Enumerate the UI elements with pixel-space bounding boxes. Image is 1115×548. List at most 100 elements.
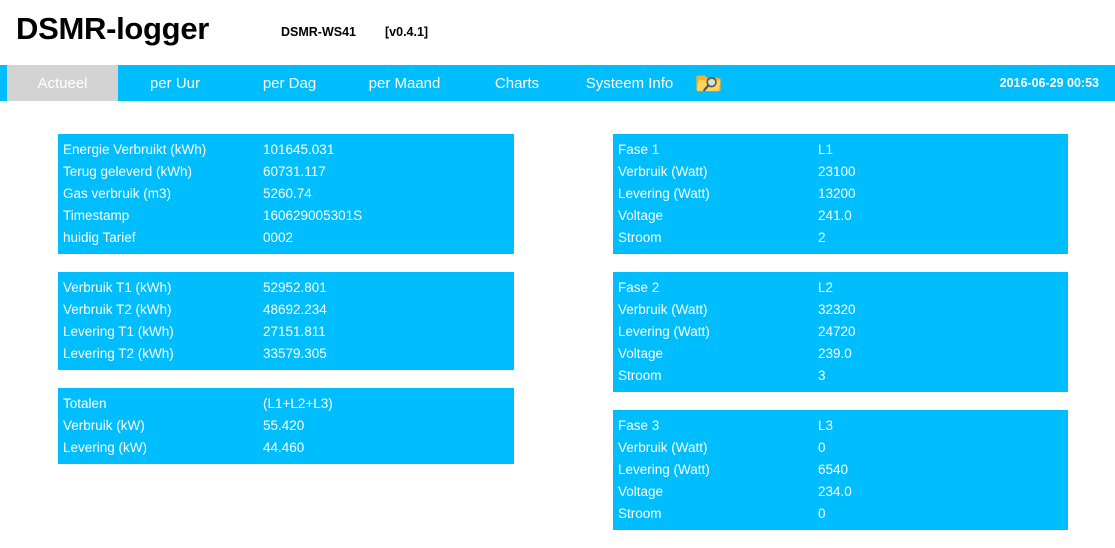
row-value: 101645.031 xyxy=(263,141,335,157)
row-value: 23100 xyxy=(818,163,856,179)
version-label: [v0.4.1] xyxy=(385,25,429,39)
data-row: Gas verbruik (m3) 5260.74 xyxy=(58,182,514,204)
data-row: Stroom 0 xyxy=(613,502,1068,524)
row-label: Totalen xyxy=(63,395,107,411)
data-row: Energie Verbruikt (kWh) 101645.031 xyxy=(58,138,514,160)
row-label: Levering T1 (kWh) xyxy=(63,323,174,339)
data-row: Timestamp 160629005301S xyxy=(58,204,514,226)
data-row: Levering (Watt) 13200 xyxy=(613,182,1068,204)
main-navigation-bar: Actueel per Uur per Dag per Maand Charts… xyxy=(0,65,1115,101)
tariff-breakdown-panel: Verbruik T1 (kWh) 52952.801 Verbruik T2 … xyxy=(58,272,514,370)
fase-3-panel: Fase 3 L3 Verbruik (Watt) 0 Levering (Wa… xyxy=(613,410,1068,530)
data-row: Verbruik (kW) 55.420 xyxy=(58,414,514,436)
data-row: Stroom 3 xyxy=(613,364,1068,386)
row-value: 60731.117 xyxy=(263,163,326,179)
dashboard-content: Energie Verbruikt (kWh) 101645.031 Terug… xyxy=(0,101,1115,530)
file-browser-button[interactable] xyxy=(687,65,731,101)
row-value: 0 xyxy=(818,439,826,455)
data-row: Fase 1 L1 xyxy=(613,138,1068,160)
row-label: Terug geleverd (kWh) xyxy=(63,163,193,179)
row-value: 5260.74 xyxy=(263,185,312,201)
data-row: Fase 2 L2 xyxy=(613,276,1068,298)
row-label: Fase 2 xyxy=(618,279,660,295)
data-row: Verbruik (Watt) 23100 xyxy=(613,160,1068,182)
data-row: Terug geleverd (kWh) 60731.117 xyxy=(58,160,514,182)
meter-totals-panel: Energie Verbruikt (kWh) 101645.031 Terug… xyxy=(58,134,514,254)
row-label: Fase 1 xyxy=(618,141,660,157)
nav-item-list: Actueel per Uur per Dag per Maand Charts… xyxy=(7,65,731,101)
tab-charts[interactable]: Charts xyxy=(462,65,572,101)
tab-per-uur[interactable]: per Uur xyxy=(118,65,232,101)
row-value: 3 xyxy=(818,367,826,383)
row-value: 234.0 xyxy=(818,483,852,499)
data-row: Fase 3 L3 xyxy=(613,414,1068,436)
row-label: Levering (Watt) xyxy=(618,461,710,477)
row-value: L1 xyxy=(818,141,834,157)
row-label: Voltage xyxy=(618,207,664,223)
row-label: Stroom xyxy=(618,229,662,245)
data-row: Verbruik T1 (kWh) 52952.801 xyxy=(58,276,514,298)
left-panel-column: Energie Verbruikt (kWh) 101645.031 Terug… xyxy=(58,134,514,482)
tab-per-dag[interactable]: per Dag xyxy=(232,65,347,101)
page-header: DSMR-logger DSMR-WS41 [v0.4.1] xyxy=(0,0,1115,65)
data-row: Levering (Watt) 24720 xyxy=(613,320,1068,342)
row-label: Verbruik (Watt) xyxy=(618,301,708,317)
fase-2-panel: Fase 2 L2 Verbruik (Watt) 32320 Levering… xyxy=(613,272,1068,392)
row-value: 13200 xyxy=(818,185,856,201)
row-value: 2 xyxy=(818,229,826,245)
row-label: Verbruik (Watt) xyxy=(618,163,708,179)
row-value: L3 xyxy=(818,417,834,433)
row-label: Verbruik T2 (kWh) xyxy=(63,301,172,317)
row-label: huidig Tarief xyxy=(63,229,136,245)
data-row: Voltage 239.0 xyxy=(613,342,1068,364)
tab-systeem-info-label: Systeem Info xyxy=(585,74,674,92)
tab-actueel-label: Actueel xyxy=(37,74,88,92)
row-label: Verbruik (kW) xyxy=(63,417,145,433)
data-row: Verbruik T2 (kWh) 48692.234 xyxy=(58,298,514,320)
folder-search-icon xyxy=(696,71,722,95)
data-row: Levering (kW) 44.460 xyxy=(58,436,514,458)
row-label: Energie Verbruikt (kWh) xyxy=(63,141,207,157)
tab-per-maand-label: per Maand xyxy=(368,74,441,92)
tab-per-uur-label: per Uur xyxy=(149,74,201,92)
row-value: 0002 xyxy=(263,229,294,245)
data-row: Verbruik (Watt) 0 xyxy=(613,436,1068,458)
row-label: Fase 3 xyxy=(618,417,660,433)
row-value: 55.420 xyxy=(263,417,305,433)
row-value: 52952.801 xyxy=(263,279,327,295)
row-value: 48692.234 xyxy=(263,301,327,317)
tab-charts-label: Charts xyxy=(494,74,540,92)
row-value: 33579.305 xyxy=(263,345,327,361)
data-row: Levering (Watt) 6540 xyxy=(613,458,1068,480)
row-value: 6540 xyxy=(818,461,849,477)
data-row: Verbruik (Watt) 32320 xyxy=(613,298,1068,320)
row-label: Levering T2 (kWh) xyxy=(63,345,174,361)
right-panel-column: Fase 1 L1 Verbruik (Watt) 23100 Levering… xyxy=(613,134,1068,548)
data-row: huidig Tarief 0002 xyxy=(58,226,514,248)
data-row: Totalen (L1+L2+L3) xyxy=(58,392,514,414)
row-label: Levering (kW) xyxy=(63,439,148,455)
row-label: Verbruik (Watt) xyxy=(618,439,708,455)
tab-per-maand[interactable]: per Maand xyxy=(347,65,462,101)
tab-systeem-info[interactable]: Systeem Info xyxy=(572,65,687,101)
row-value: L2 xyxy=(818,279,834,295)
row-value: 32320 xyxy=(818,301,856,317)
row-label: Stroom xyxy=(618,367,662,383)
row-label: Gas verbruik (m3) xyxy=(63,185,172,201)
fase-1-panel: Fase 1 L1 Verbruik (Watt) 23100 Levering… xyxy=(613,134,1068,254)
row-value: 160629005301S xyxy=(263,207,363,223)
tab-actueel[interactable]: Actueel xyxy=(7,65,118,101)
data-row: Voltage 241.0 xyxy=(613,204,1068,226)
page-title: DSMR-logger xyxy=(16,11,210,46)
data-row: Stroom 2 xyxy=(613,226,1068,248)
row-value: (L1+L2+L3) xyxy=(263,395,333,411)
row-label: Voltage xyxy=(618,345,664,361)
row-label: Levering (Watt) xyxy=(618,323,710,339)
device-name-label: DSMR-WS41 xyxy=(281,25,357,39)
row-value: 24720 xyxy=(818,323,856,339)
row-value: 239.0 xyxy=(818,345,852,361)
data-row: Levering T1 (kWh) 27151.811 xyxy=(58,320,514,342)
tab-per-dag-label: per Dag xyxy=(262,74,317,92)
row-label: Timestamp xyxy=(63,207,130,223)
row-value: 44.460 xyxy=(263,439,305,455)
